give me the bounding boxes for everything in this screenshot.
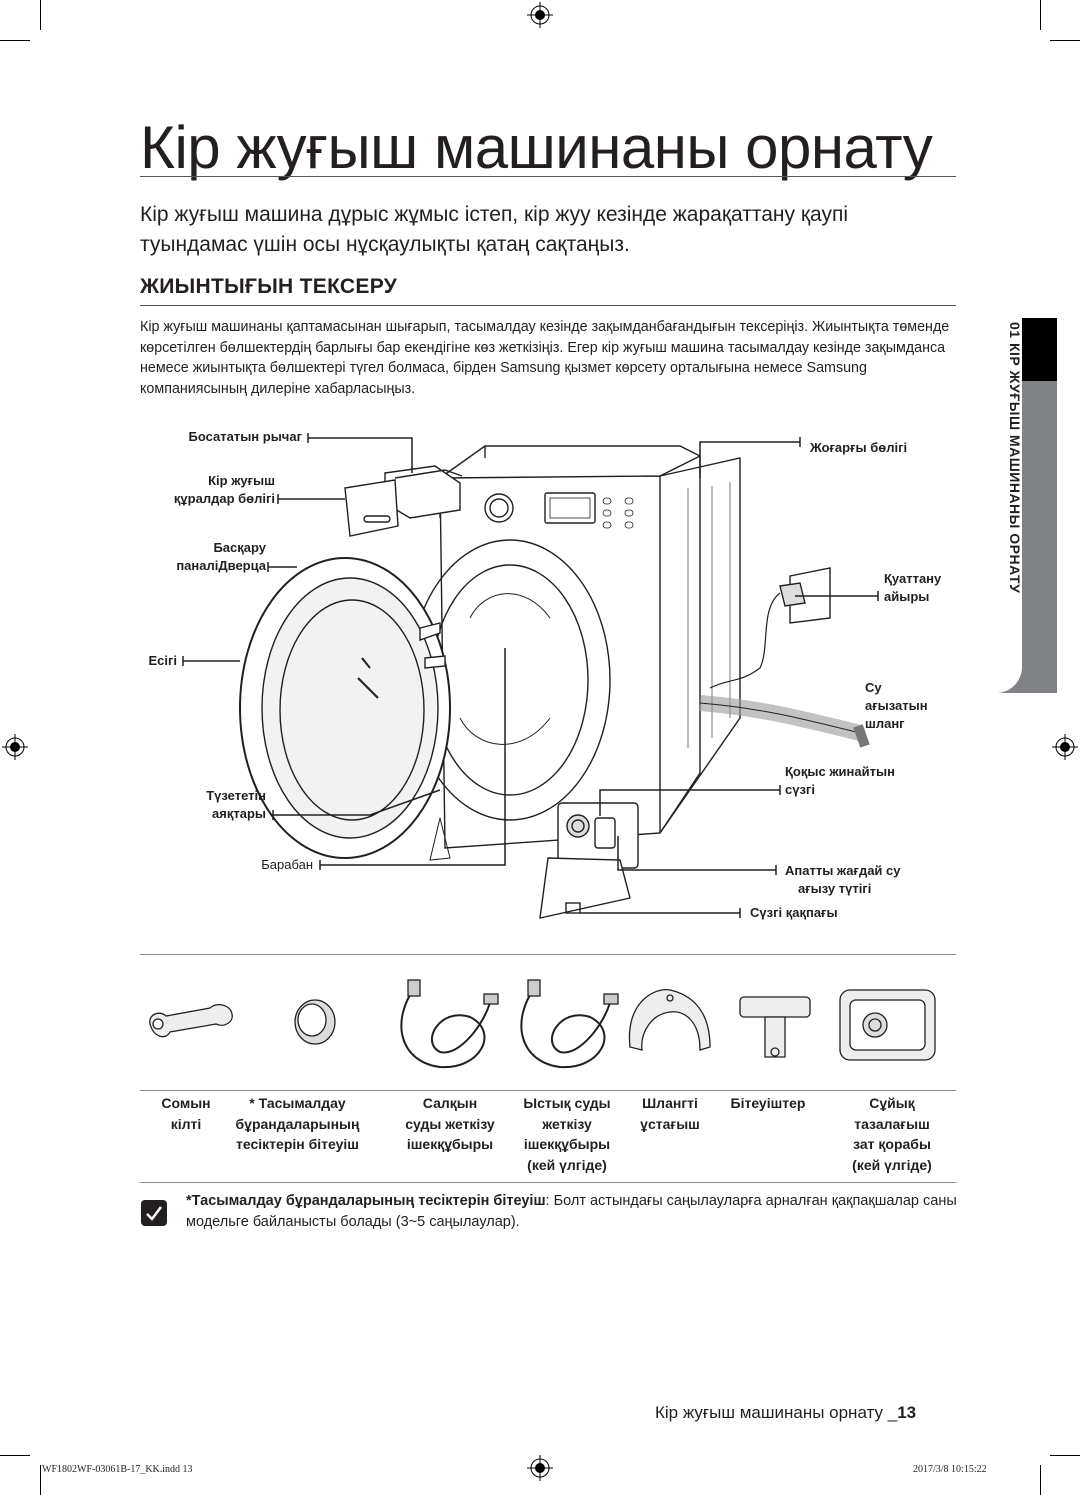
accessory-line: Шлангті: [642, 1095, 698, 1111]
label-emergency-drain: Апатты жағдай су ағызу түтігі: [785, 862, 900, 898]
label-line: Қоқыс жинайтын: [785, 764, 895, 779]
section-paragraph: Кір жуғыш машинаны қаптамасынан шығарып,…: [140, 319, 950, 397]
chapter-tab-label-area: [996, 318, 1022, 693]
label-line: аяқтары: [212, 806, 266, 821]
crop-mark: [40, 0, 41, 30]
accessories-illustrations: [149, 979, 936, 1069]
label-line: паналіДверца: [176, 558, 266, 573]
accessory-hot-hose: Ыстық суды жеткізу ішекқұбыры (кей үлгід…: [512, 1093, 622, 1175]
crop-mark: [1050, 1455, 1080, 1456]
page-number: 13: [897, 1403, 917, 1422]
accessory-detergent-box: Сұйық тазалағыш зат қорабы (кей үлгіде): [838, 1093, 946, 1175]
label-debris-filter: Қоқыс жинайтын сүзгі: [785, 763, 895, 799]
footer-text: Кір жуғыш машинаны орнату _: [655, 1403, 898, 1422]
page-footer: Кір жуғыш машинаны орнату _13: [655, 1403, 916, 1423]
cap-icon: [294, 999, 336, 1045]
diagram-leader-lines: [182, 433, 879, 918]
accessory-line: Бітеуіштер: [730, 1095, 806, 1111]
accessory-line: Сомын: [161, 1095, 211, 1111]
crop-mark: [40, 1465, 41, 1495]
accessory-spanner: Сомын кілті: [140, 1093, 232, 1134]
label-line: шланг: [865, 716, 905, 731]
label-drain-hose: Су ағызатын шланг: [865, 679, 928, 733]
crop-mark: [1040, 1465, 1041, 1495]
label-control-panel: Басқару паналіДверца: [140, 539, 266, 575]
label-detergent-drawer: Кір жуғыш құралдар бөлігі: [140, 472, 275, 508]
label-line: ағызу түтігі: [798, 881, 872, 896]
blanking-cap-icon: [739, 996, 811, 1058]
chapter-tab-marker: [1022, 318, 1057, 381]
label-line: Су: [865, 680, 882, 695]
registration-mark-icon: [1052, 734, 1078, 760]
accessory-line: ішекқұбыры: [523, 1136, 611, 1152]
accessory-line: Салқын: [422, 1095, 478, 1111]
label-line: айыры: [884, 589, 930, 604]
label-line: ағызатын: [865, 698, 928, 713]
intro-text: Кір жуғыш машина дұрыс жұмыс істеп, кір …: [140, 203, 849, 256]
slug-file: WF1802WF-03061B-17_KK.indd 13: [42, 1464, 193, 1475]
accessory-line: (кей үлгіде): [527, 1156, 607, 1173]
note-text: *Тасымалдау бұрандаларының тесіктерін бі…: [186, 1191, 966, 1233]
label-drum: Барабан: [261, 857, 313, 872]
section-title: ЖИЫНТЫҒЫН ТЕКСЕРУ: [140, 275, 398, 298]
crop-mark: [0, 1455, 30, 1456]
accessories-bottom-rule: [140, 1182, 956, 1183]
accessory-line: бұрандаларының: [235, 1115, 360, 1132]
hose-holder-icon: [628, 989, 711, 1051]
label-line: Түзететін: [206, 788, 266, 803]
label-leveling-feet: Түзететін аяқтары: [140, 787, 266, 823]
accessory-line: жеткізу: [542, 1115, 592, 1132]
accessory-line: тазалағыш: [854, 1115, 930, 1132]
accessory-line: суды жеткізу: [405, 1115, 495, 1132]
label-power-plug: Қуаттану айыры: [884, 570, 941, 606]
crop-mark: [1050, 40, 1080, 41]
accessory-line: зат қорабы: [853, 1136, 931, 1152]
page-title: Кір жуғыш машинаны орнату: [140, 114, 933, 181]
section-divider: [140, 305, 956, 306]
spanner-icon: [149, 1003, 233, 1038]
registration-mark-icon: [527, 2, 553, 28]
crop-mark: [1040, 0, 1041, 30]
crop-mark: [0, 40, 30, 41]
hot-hose-icon: [520, 979, 619, 1069]
note-bold: *Тасымалдау бұрандаларының тесіктерін бі…: [186, 1193, 546, 1209]
accessory-line: тесіктерін бітеуіш: [236, 1136, 359, 1152]
accessory-line: кілті: [170, 1115, 202, 1132]
label-line: сүзгі: [785, 782, 815, 797]
title-divider: [140, 176, 956, 177]
accessory-line: Сұйық: [869, 1095, 915, 1111]
accessory-line: * Тасымалдау: [249, 1095, 346, 1111]
slug-date: 2017/3/8 10:15:22: [913, 1464, 987, 1475]
label-line: Кір жуғыш: [208, 473, 275, 488]
registration-mark-icon: [527, 1455, 553, 1481]
cold-hose-icon: [400, 979, 499, 1069]
accessory-cold-hose: Салқын суды жеткізу ішекқұбыры: [390, 1093, 510, 1155]
label-line: құралдар бөлігі: [173, 491, 275, 506]
detergent-box-icon: [839, 989, 936, 1061]
accessory-hose-holder: Шлангті ұстағыш: [630, 1093, 710, 1134]
label-door: Есігі: [148, 653, 177, 668]
accessories-top-rule: [140, 954, 956, 955]
chapter-tab-label: 01 КІР ЖУҒЫШ МАШИНАНЫ ОРНАТУ: [1007, 322, 1023, 594]
registration-mark-icon: [2, 734, 28, 760]
accessory-line: Ыстық суды: [523, 1095, 611, 1111]
label-line: Қуаттану: [884, 571, 942, 586]
label-line: Апатты жағдай су: [785, 863, 901, 878]
accessory-blanking-caps: Бітеуіштер: [723, 1093, 813, 1114]
label-top: Жоғарғы бөлігі: [810, 440, 908, 455]
accessory-line: (кей үлгіде): [852, 1156, 932, 1173]
note-icon: [141, 1200, 167, 1226]
label-release-lever: Босататын рычаг: [188, 429, 303, 444]
accessory-line: ұстағыш: [640, 1115, 700, 1132]
label-filter-cover: Сүзгі қақпағы: [750, 905, 838, 920]
accessory-bolt-hole-caps: * Тасымалдау бұрандаларының тесіктерін б…: [235, 1093, 360, 1155]
accessories-mid-rule: [140, 1090, 956, 1091]
note-body: : Болт астындағы саңылауларға арналған қ…: [186, 1193, 957, 1230]
accessory-line: ішекқұбыры: [406, 1136, 494, 1152]
label-line: Басқару: [213, 540, 266, 555]
